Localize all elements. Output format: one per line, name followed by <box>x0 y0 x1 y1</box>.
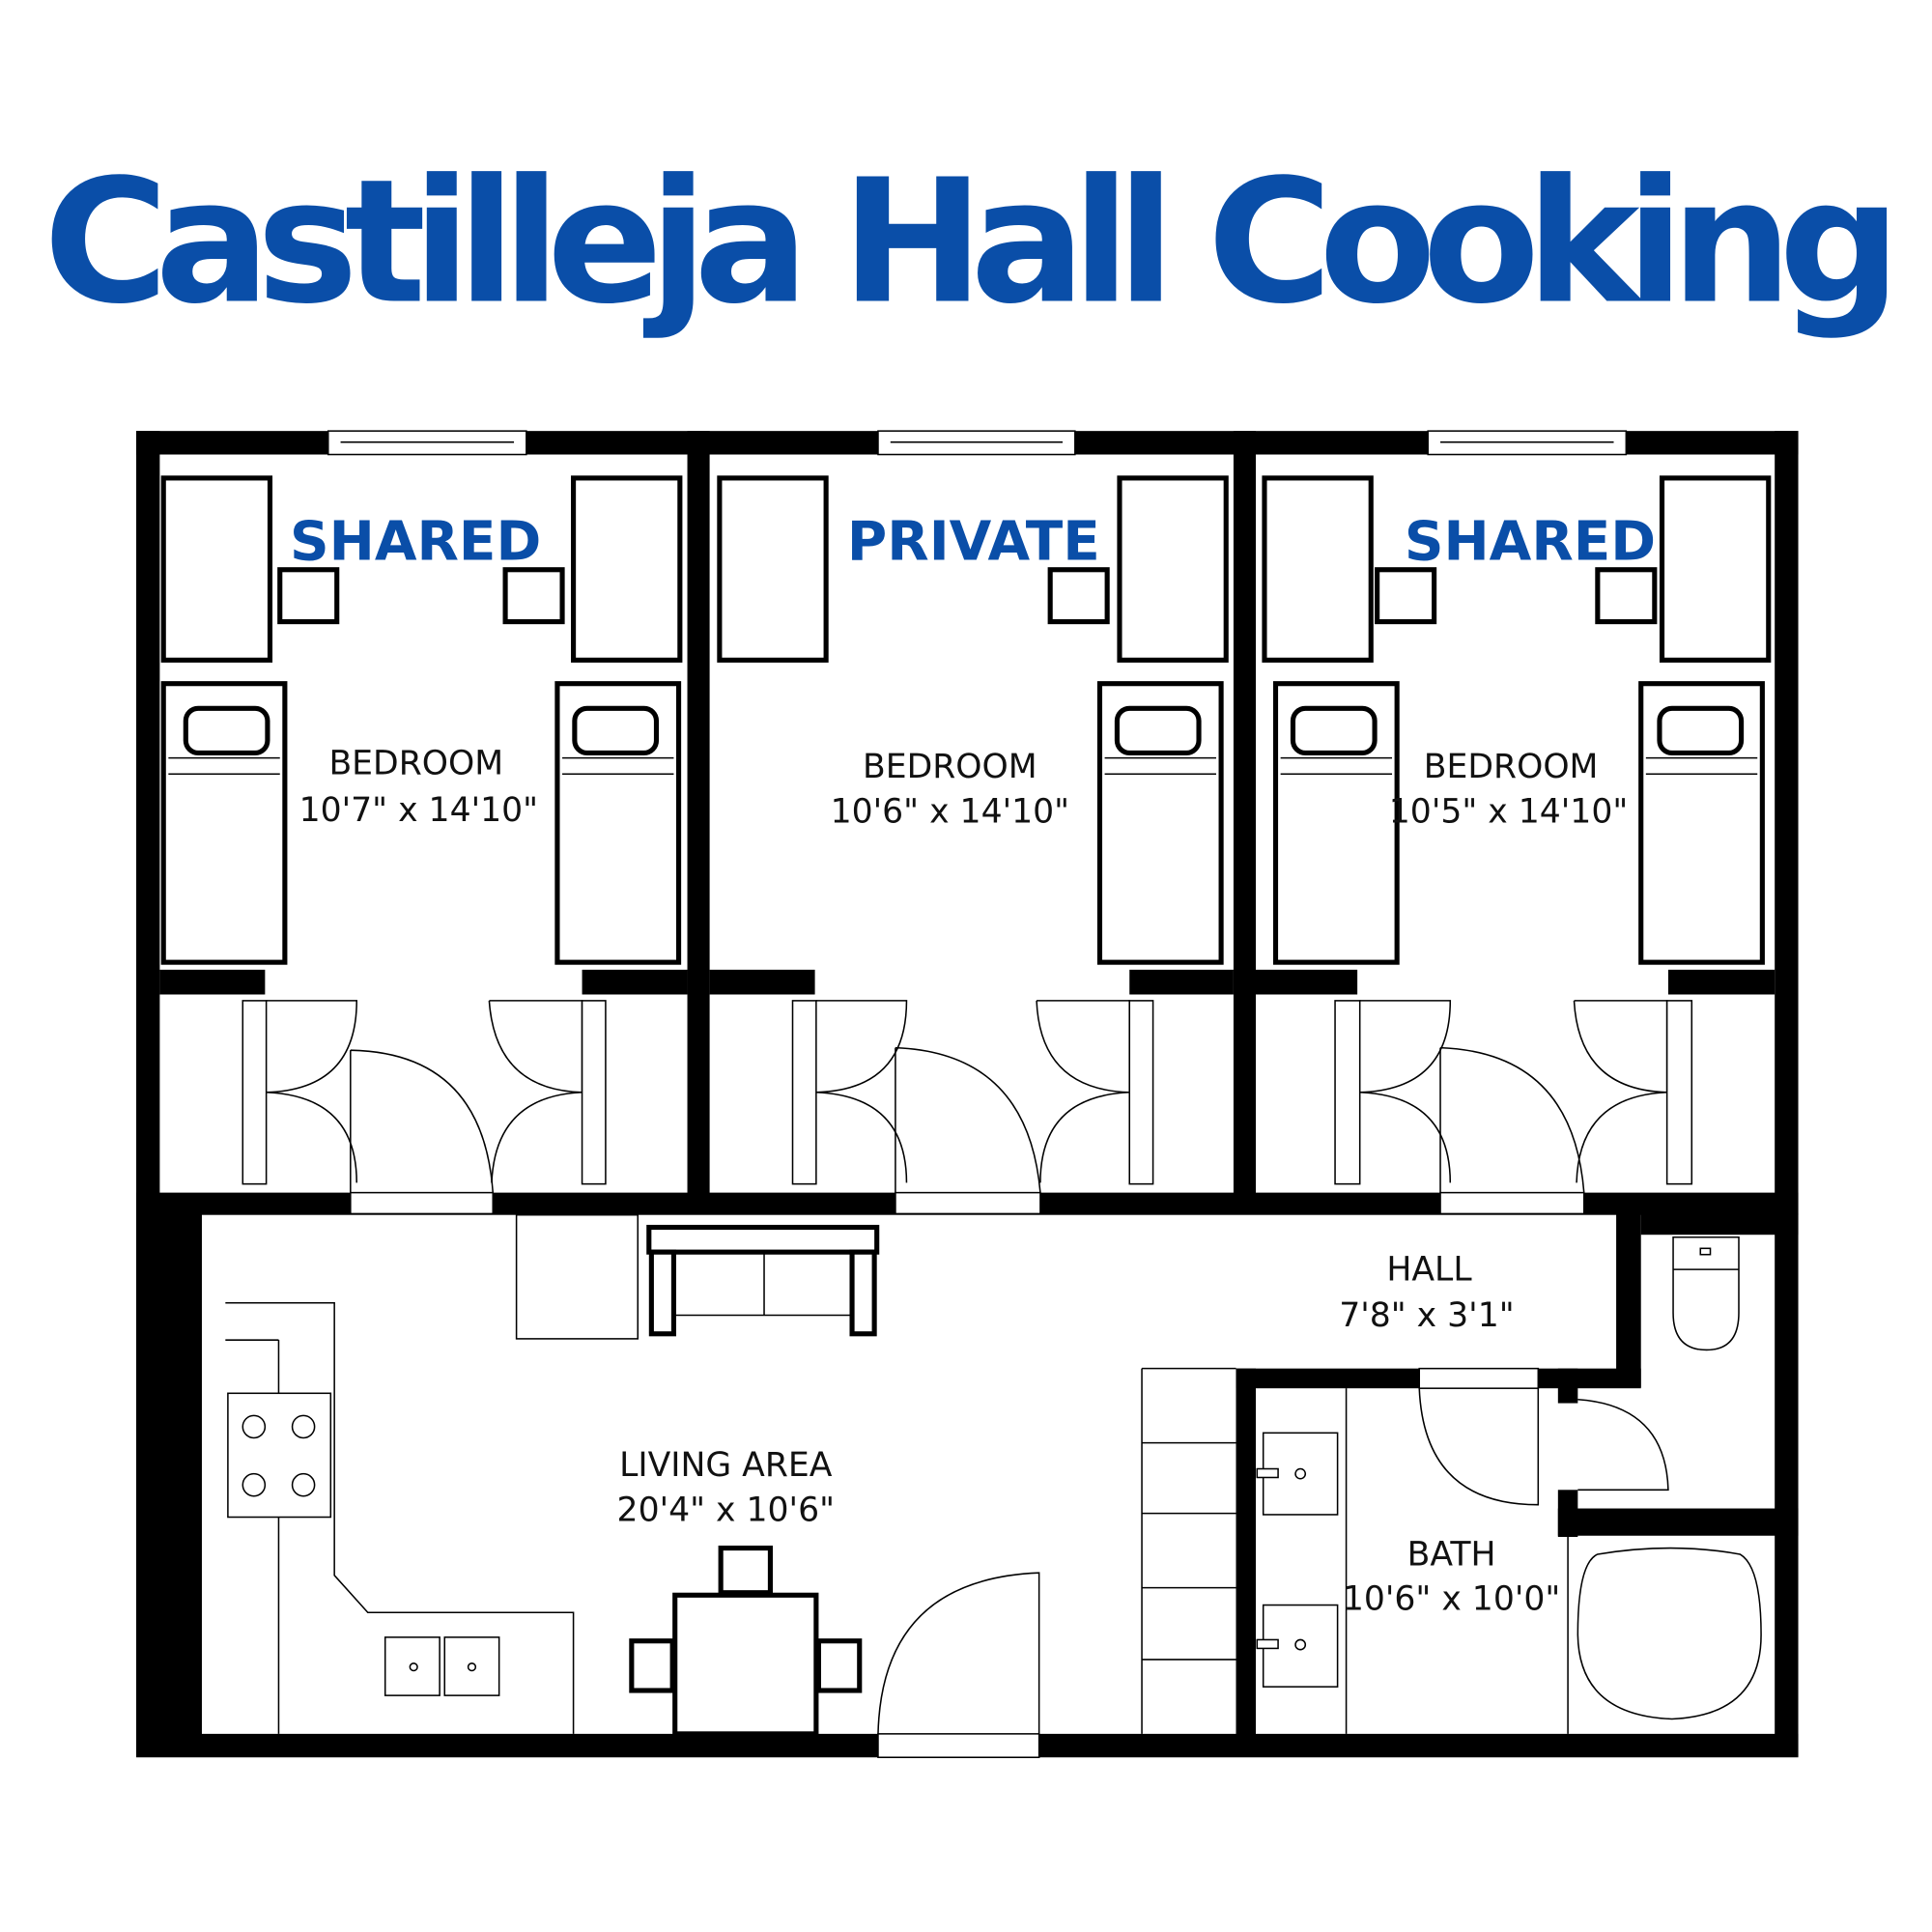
bedroom-furniture <box>160 475 1772 965</box>
living-size: 20'4" x 10'6" <box>617 1491 835 1529</box>
bedroom3-size: 10'5" x 14'10" <box>1389 792 1629 831</box>
page-title: Castilleja Hall Cooking <box>43 143 1901 342</box>
bath-size: 10'6" x 10'0" <box>1343 1580 1560 1619</box>
bedroom1-tag: SHARED <box>290 510 541 573</box>
bedroom3-name: BEDROOM <box>1424 748 1599 786</box>
bedroom3-tag: SHARED <box>1405 510 1656 573</box>
bedroom1-name: BEDROOM <box>328 744 503 782</box>
bedroom2-size: 10'6" x 14'10" <box>831 792 1070 831</box>
bedroom1-size: 10'7" x 14'10" <box>299 791 539 830</box>
bedroom2-name: BEDROOM <box>863 748 1037 786</box>
hall-name: HALL <box>1386 1251 1472 1290</box>
bath-fixtures <box>1256 1236 1762 1734</box>
living-name: LIVING AREA <box>619 1446 833 1485</box>
bath-name: BATH <box>1407 1536 1496 1575</box>
room-labels: SHARED PRIVATE SHARED BEDROOM 10'7" x 14… <box>290 510 1656 1618</box>
living-furniture <box>225 1213 1236 1737</box>
hall-size: 7'8" x 3'1" <box>1339 1296 1514 1335</box>
doors <box>242 1000 1693 1759</box>
windows <box>327 430 1628 456</box>
bedroom2-tag: PRIVATE <box>847 510 1100 573</box>
